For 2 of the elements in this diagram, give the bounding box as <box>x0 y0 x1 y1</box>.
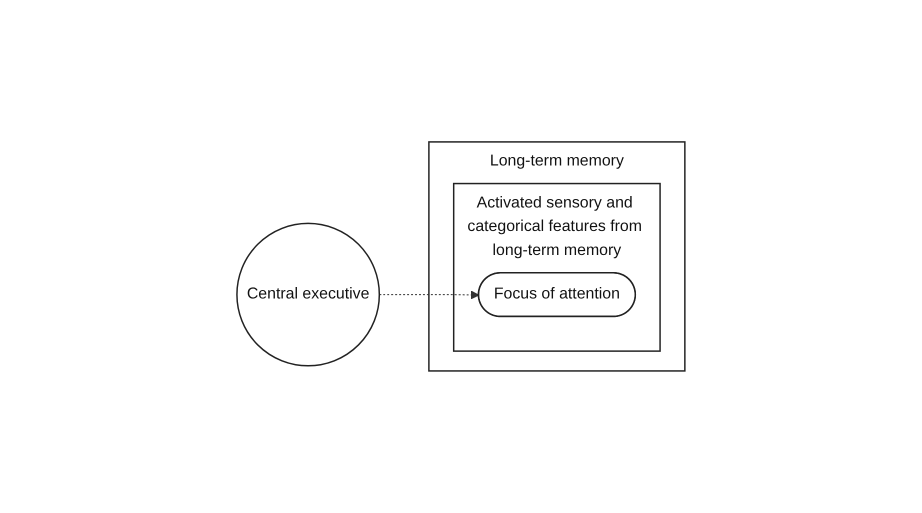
node-circle: Central executive <box>236 222 380 367</box>
arrow <box>378 290 480 300</box>
